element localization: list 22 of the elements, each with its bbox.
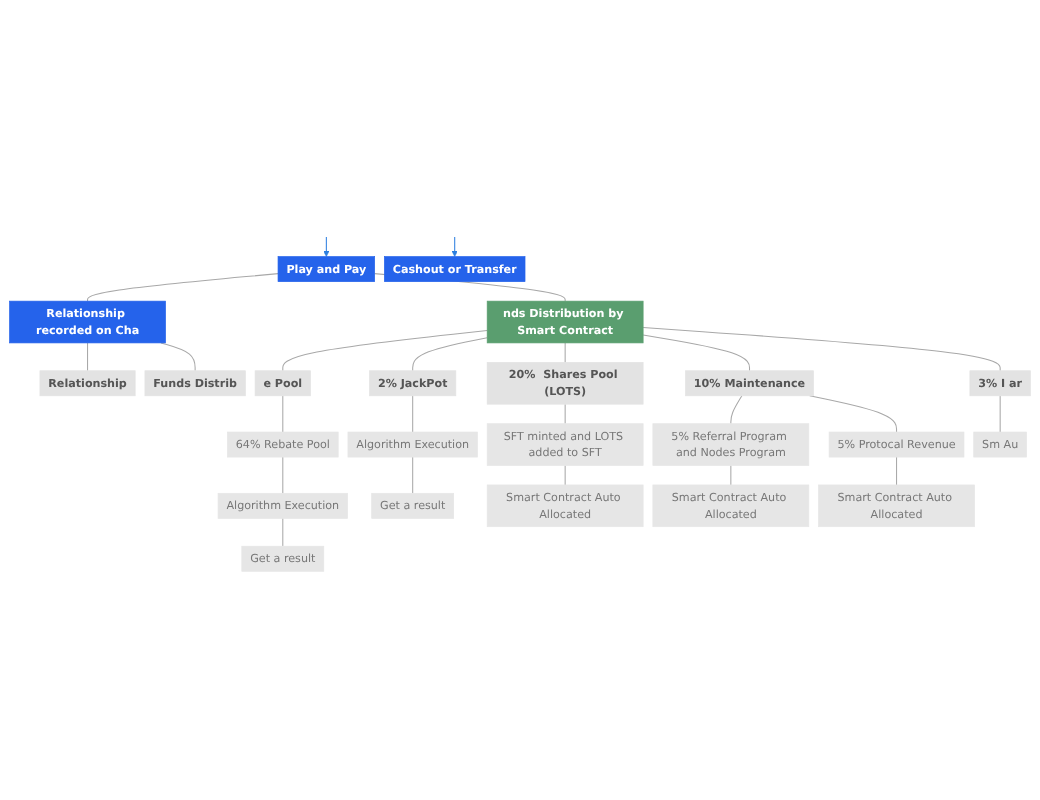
- connector: [87, 342, 89, 372]
- connector: [412, 337, 488, 372]
- connector: [282, 395, 284, 433]
- connector: [564, 464, 566, 486]
- connector: [282, 456, 284, 494]
- connector: [564, 342, 566, 363]
- connector: [999, 395, 1001, 433]
- connector: [412, 395, 414, 433]
- connector: [642, 327, 1001, 372]
- connector: [87, 273, 279, 302]
- connector: [809, 395, 898, 433]
- connector: [160, 342, 196, 372]
- connector: [412, 456, 414, 494]
- connector: [730, 395, 743, 425]
- connector: [896, 456, 898, 486]
- connector: [282, 517, 284, 547]
- arrow: [451, 236, 458, 257]
- connector: [642, 334, 751, 372]
- connector: [564, 403, 566, 425]
- arrow: [323, 236, 330, 257]
- connector: [282, 329, 488, 372]
- connector: [730, 464, 732, 486]
